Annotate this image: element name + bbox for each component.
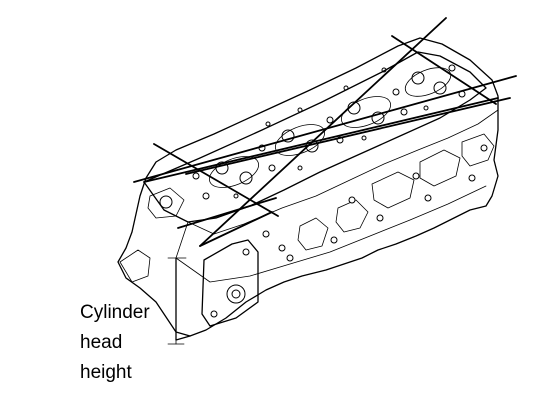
straightedge-diagonal-2 (185, 97, 511, 175)
cylinder-head-outline (117, 37, 499, 337)
straightedge-diagonal-1-tail (199, 211, 273, 247)
straightedge-long-2 (143, 97, 499, 183)
flatness-check-lines (133, 17, 517, 247)
caption-line-2: head (80, 332, 123, 353)
left-lug-hole (159, 195, 173, 209)
left-lug-lower (119, 249, 151, 283)
end-plate-bolt (242, 248, 250, 256)
front-face-lower (187, 109, 499, 235)
height-dimension (167, 257, 187, 345)
end-plate-port (226, 284, 246, 304)
end-plate-bolt (210, 310, 218, 318)
exhaust-ports (286, 133, 495, 262)
left-end-face (175, 257, 191, 341)
end-plate (201, 239, 259, 327)
caption-line-1: Cylinder (80, 302, 150, 323)
deck-holes (192, 64, 466, 200)
end-plate-port-inner (231, 289, 241, 299)
left-end-edge (175, 221, 189, 259)
front-face-bottom-edge (175, 185, 487, 283)
left-lug (147, 187, 185, 219)
straightedge-end-right (391, 35, 497, 105)
height-caption: Cylinder head height (80, 298, 150, 388)
straightedge-short (177, 197, 277, 229)
combustion-chambers (209, 67, 452, 188)
flange-bolts (262, 144, 488, 252)
caption-line-3: height (80, 362, 132, 383)
